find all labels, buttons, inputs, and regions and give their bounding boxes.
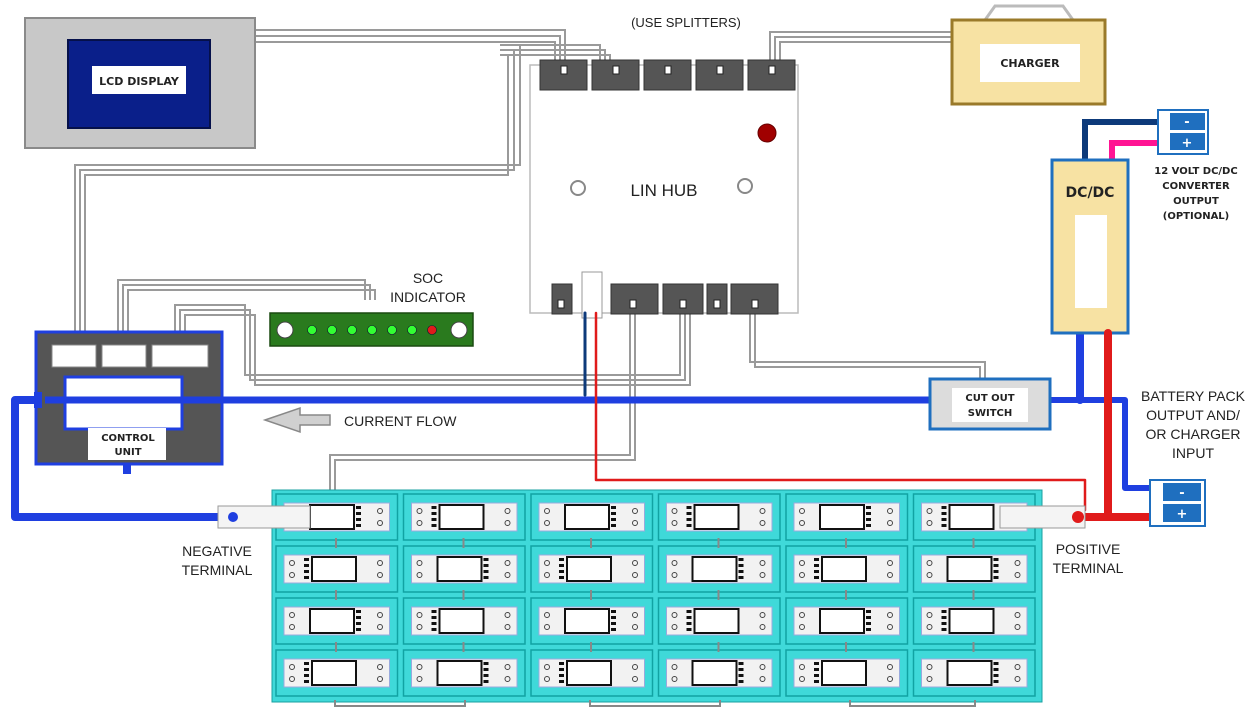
soc-led-6 (407, 325, 417, 335)
battery-pack-label: BATTERY PACK OUTPUT AND/ OR CHARGER INPU… (1141, 388, 1246, 461)
battery-cell (785, 649, 909, 697)
cut-out-label-line2: SWITCH (968, 408, 1012, 419)
use-splitters-label: (USE SPLITTERS) (631, 15, 741, 30)
battery-minus-symbol: - (1179, 486, 1184, 501)
negative-terminal-line2: TERMINAL (182, 562, 253, 578)
soc-led-4 (367, 325, 377, 335)
battery-pack-line1: BATTERY PACK (1141, 388, 1246, 404)
lin-hub-label: LIN HUB (630, 181, 697, 200)
battery-cell (912, 597, 1036, 645)
hub-status-led (757, 123, 777, 143)
soc-leds (307, 325, 437, 335)
battery-cell (912, 649, 1036, 697)
hub-top-connectors (539, 59, 796, 91)
soc-indicator: SOC INDICATOR (269, 270, 474, 347)
battery-cell (275, 545, 399, 593)
battery-cell (912, 545, 1036, 593)
battery-cell (657, 545, 781, 593)
positive-terminal-line1: POSITIVE (1056, 541, 1121, 557)
dcdc-output-terminal: - + (1157, 109, 1209, 155)
lcd-display-label: LCD DISPLAY (99, 75, 180, 88)
battery-cell (275, 649, 399, 697)
positive-terminal-post (1072, 511, 1084, 523)
dcdc-output-line1: 12 VOLT DC/DC (1154, 166, 1237, 177)
dcdc-plus-symbol: + (1182, 136, 1193, 151)
battery-cell-grid (271, 489, 1043, 707)
dcdc-output-line3: OUTPUT (1173, 196, 1219, 207)
battery-cell (275, 597, 399, 645)
battery-plus-symbol: + (1177, 507, 1188, 522)
battery-cell (785, 493, 909, 541)
soc-led-3 (347, 325, 357, 335)
dcdc-label: DC/DC (1066, 185, 1115, 201)
charger: CHARGER (950, 4, 1107, 106)
soc-label-line1: SOC (413, 270, 443, 286)
cell-link-wires (334, 538, 976, 707)
soc-led-2 (327, 325, 337, 335)
battery-cell (785, 545, 909, 593)
battery-cell (530, 493, 654, 541)
battery-cell (657, 493, 781, 541)
dcdc-converter: DC/DC (1050, 119, 1165, 335)
battery-pack-line2: OUTPUT AND/ (1146, 407, 1240, 423)
lin-hub: LIN HUB (USE SPLITTERS) (529, 15, 799, 319)
soc-led-7 (427, 325, 437, 335)
current-flow-indicator: CURRENT FLOW (262, 406, 457, 434)
dcdc-minus-symbol: - (1184, 115, 1189, 130)
soc-led-1 (307, 325, 317, 335)
battery-pack-line4: INPUT (1172, 445, 1214, 461)
cut-out-label-line1: CUT OUT (965, 393, 1014, 404)
battery-cell (530, 597, 654, 645)
dcdc-output-label: 12 VOLT DC/DC CONVERTER OUTPUT (OPTIONAL… (1154, 166, 1237, 222)
battery-cell (530, 545, 654, 593)
soc-label-line2: INDICATOR (390, 289, 466, 305)
hub-mount-hole-right (737, 178, 753, 194)
soc-led-5 (387, 325, 397, 335)
battery-cell (657, 649, 781, 697)
current-flow-label: CURRENT FLOW (344, 413, 457, 429)
cut-out-switch: CUT OUT SWITCH (928, 377, 1052, 431)
battery-cell (657, 597, 781, 645)
battery-cell (402, 597, 526, 645)
battery-cell (402, 493, 526, 541)
dcdc-output-line4: (OPTIONAL) (1163, 211, 1230, 222)
grey-cable-bundles (74, 29, 986, 500)
battery-cell (402, 649, 526, 697)
control-unit-label-line1: CONTROL (101, 433, 155, 444)
battery-cell (402, 545, 526, 593)
hub-mount-hole-left (570, 180, 586, 196)
battery-output-terminal: - + (1149, 479, 1206, 527)
positive-terminal-line2: TERMINAL (1053, 560, 1124, 576)
terminal-bus-bars (217, 505, 1086, 529)
battery-cell (785, 597, 909, 645)
hub-bottom-connectors (551, 283, 779, 315)
dcdc-output-line2: CONVERTER (1162, 181, 1230, 192)
negative-terminal-line1: NEGATIVE (182, 543, 252, 559)
battery-pack-line3: OR CHARGER (1146, 426, 1241, 442)
control-unit-label-line2: UNIT (114, 447, 141, 458)
negative-terminal-label: NEGATIVE TERMINAL (182, 543, 253, 578)
charger-label: CHARGER (1000, 57, 1060, 70)
battery-cell (530, 649, 654, 697)
positive-terminal-label: POSITIVE TERMINAL (1053, 541, 1124, 576)
positive-wire (594, 311, 1154, 521)
negative-terminal-post (228, 512, 238, 522)
lcd-display: LCD DISPLAY (24, 17, 256, 149)
current-flow-arrow-icon (262, 406, 331, 434)
